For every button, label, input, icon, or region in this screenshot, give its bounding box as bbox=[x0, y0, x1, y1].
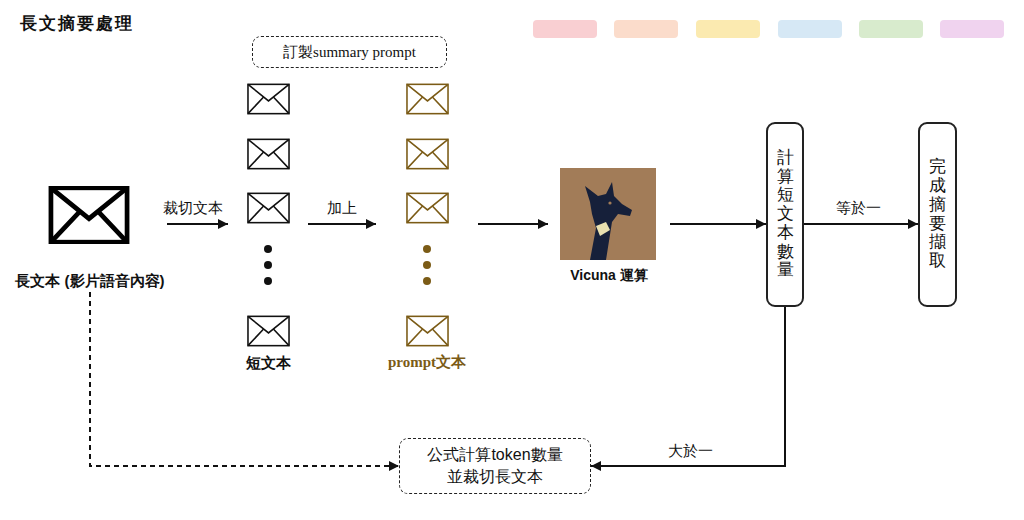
diagram-title: 長文摘要處理 bbox=[20, 12, 134, 35]
process-box: 計算短文本數量 bbox=[766, 122, 804, 307]
flow-arrow bbox=[478, 223, 548, 225]
envelope-column bbox=[248, 84, 289, 345]
node-text: 長文本 (影片語音內容) bbox=[15, 270, 164, 292]
flow-arrow bbox=[90, 292, 399, 466]
flow-arrow bbox=[167, 223, 228, 225]
vicuna-image bbox=[560, 168, 656, 260]
prompt-template-box: 訂製summary prompt bbox=[252, 36, 447, 68]
envelope-icon bbox=[51, 188, 127, 242]
document-icon-node: 長文本 (影片語音內容) bbox=[13, 180, 167, 292]
node-text: prompt文本 bbox=[388, 352, 466, 374]
node-text: 公式計算token數量 並裁切長文本 bbox=[410, 444, 580, 487]
edge-label: 裁切文本 bbox=[161, 199, 225, 218]
flow-arrow bbox=[804, 223, 918, 225]
model-node: Vicuna 運算 bbox=[548, 165, 670, 285]
formula-box: 公式計算token數量 並裁切長文本 bbox=[399, 438, 591, 494]
flow-arrow bbox=[591, 307, 785, 466]
node-text: 短文本 bbox=[246, 352, 291, 374]
prompt-envelope-column bbox=[407, 84, 448, 345]
flow-arrow bbox=[308, 223, 376, 225]
result-box: 完成摘要擷取 bbox=[918, 122, 957, 307]
prompt-text-group: prompt文本 bbox=[376, 78, 478, 374]
node-text: 計算短文本數量 bbox=[777, 149, 794, 280]
node-text: 訂製summary prompt bbox=[283, 43, 416, 62]
edge-label: 大於一 bbox=[666, 442, 715, 461]
edge-label: 等於一 bbox=[834, 199, 883, 218]
flow-arrow bbox=[670, 223, 766, 225]
color-bars bbox=[533, 20, 1004, 38]
node-text: Vicuna 運算 bbox=[570, 265, 648, 285]
node-text: 完成摘要擷取 bbox=[929, 158, 946, 270]
short-text-group: 短文本 bbox=[228, 78, 308, 374]
edge-label: 加上 bbox=[325, 199, 359, 218]
